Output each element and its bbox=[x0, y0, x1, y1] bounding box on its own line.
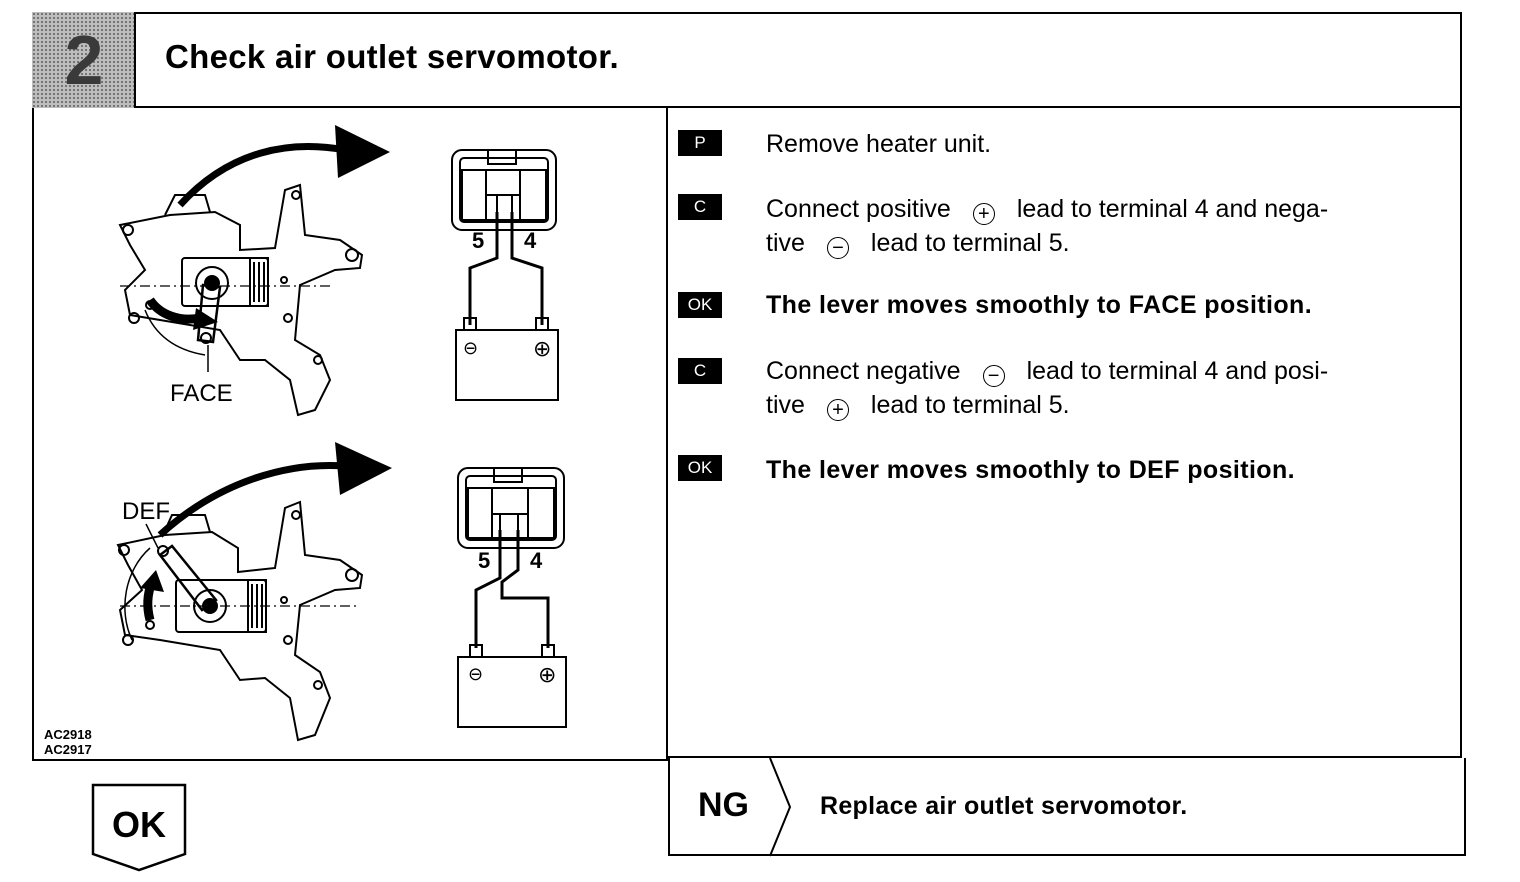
step-text-line2a: tive bbox=[766, 391, 805, 419]
connector-battery-bottom bbox=[457, 467, 567, 728]
def-label: DEF bbox=[122, 498, 170, 525]
step-number-box: 2 bbox=[32, 12, 136, 108]
battery-positive-top: ⊕ bbox=[533, 336, 552, 361]
figure-panel bbox=[32, 108, 668, 761]
ng-chevron-icon bbox=[769, 758, 792, 857]
step-text-line2b: lead to terminal 5. bbox=[870, 229, 1070, 257]
step-badge: OK bbox=[678, 292, 722, 318]
figure-code-1: AC2918 bbox=[44, 727, 92, 742]
page-title: Check air outlet servomotor. bbox=[165, 38, 620, 75]
terminal-4-label-top: 4 bbox=[524, 228, 537, 253]
step-text: Connect negative−lead to terminal 4 and … bbox=[766, 354, 1446, 422]
step-badge: C bbox=[678, 194, 722, 220]
step-text: The lever moves smoothly to DEF position… bbox=[766, 456, 1295, 484]
step-number: 2 bbox=[64, 21, 104, 99]
positive-symbol-icon: + bbox=[826, 399, 849, 421]
terminal-5-label-top: 5 bbox=[472, 228, 485, 253]
ng-result-box bbox=[668, 758, 1466, 856]
positive-symbol-icon: + bbox=[972, 203, 995, 225]
step-badge: OK bbox=[678, 455, 722, 481]
ok-label: OK bbox=[112, 804, 166, 845]
instructions-panel bbox=[668, 108, 1462, 758]
ng-label: NG bbox=[698, 786, 749, 824]
servomotor-face-drawing bbox=[118, 125, 390, 417]
step-text-pre: Connect positive bbox=[766, 195, 951, 223]
step-text-line2a: tive bbox=[766, 229, 805, 257]
servomotor-figure bbox=[116, 125, 567, 742]
step-text: The lever moves smoothly to FACE positio… bbox=[766, 291, 1313, 319]
negative-symbol-icon: − bbox=[826, 237, 849, 259]
step-text-pre: Connect negative bbox=[766, 357, 961, 385]
battery-negative-bottom: ⊖ bbox=[468, 664, 484, 684]
figure-code-2: AC2917 bbox=[44, 742, 92, 757]
step-text-line2b: lead to terminal 5. bbox=[870, 391, 1070, 419]
terminal-5-label-bottom: 5 bbox=[478, 548, 491, 573]
terminal-4-label-bottom: 4 bbox=[530, 548, 543, 573]
ng-action-text: Replace air outlet servomotor. bbox=[820, 792, 1188, 820]
servomotor-def-drawing bbox=[116, 442, 392, 742]
step-text: Remove heater unit. bbox=[766, 130, 992, 158]
ok-arrow-icon bbox=[91, 783, 187, 872]
connector-battery-top bbox=[451, 149, 559, 401]
negative-symbol-icon: − bbox=[982, 365, 1005, 387]
step-text-mid: lead to terminal 4 and posi- bbox=[1026, 357, 1329, 385]
face-label: FACE bbox=[170, 380, 233, 407]
step-text: Connect positive + lead to terminal 4 and … bbox=[766, 192, 1446, 260]
step-text-mid: lead to terminal 4 and nega- bbox=[1016, 195, 1329, 223]
step-badge: P bbox=[678, 130, 722, 156]
battery-positive-bottom: ⊕ bbox=[538, 662, 557, 687]
step-badge: C bbox=[678, 358, 722, 384]
battery-negative-top: ⊖ bbox=[463, 338, 479, 358]
